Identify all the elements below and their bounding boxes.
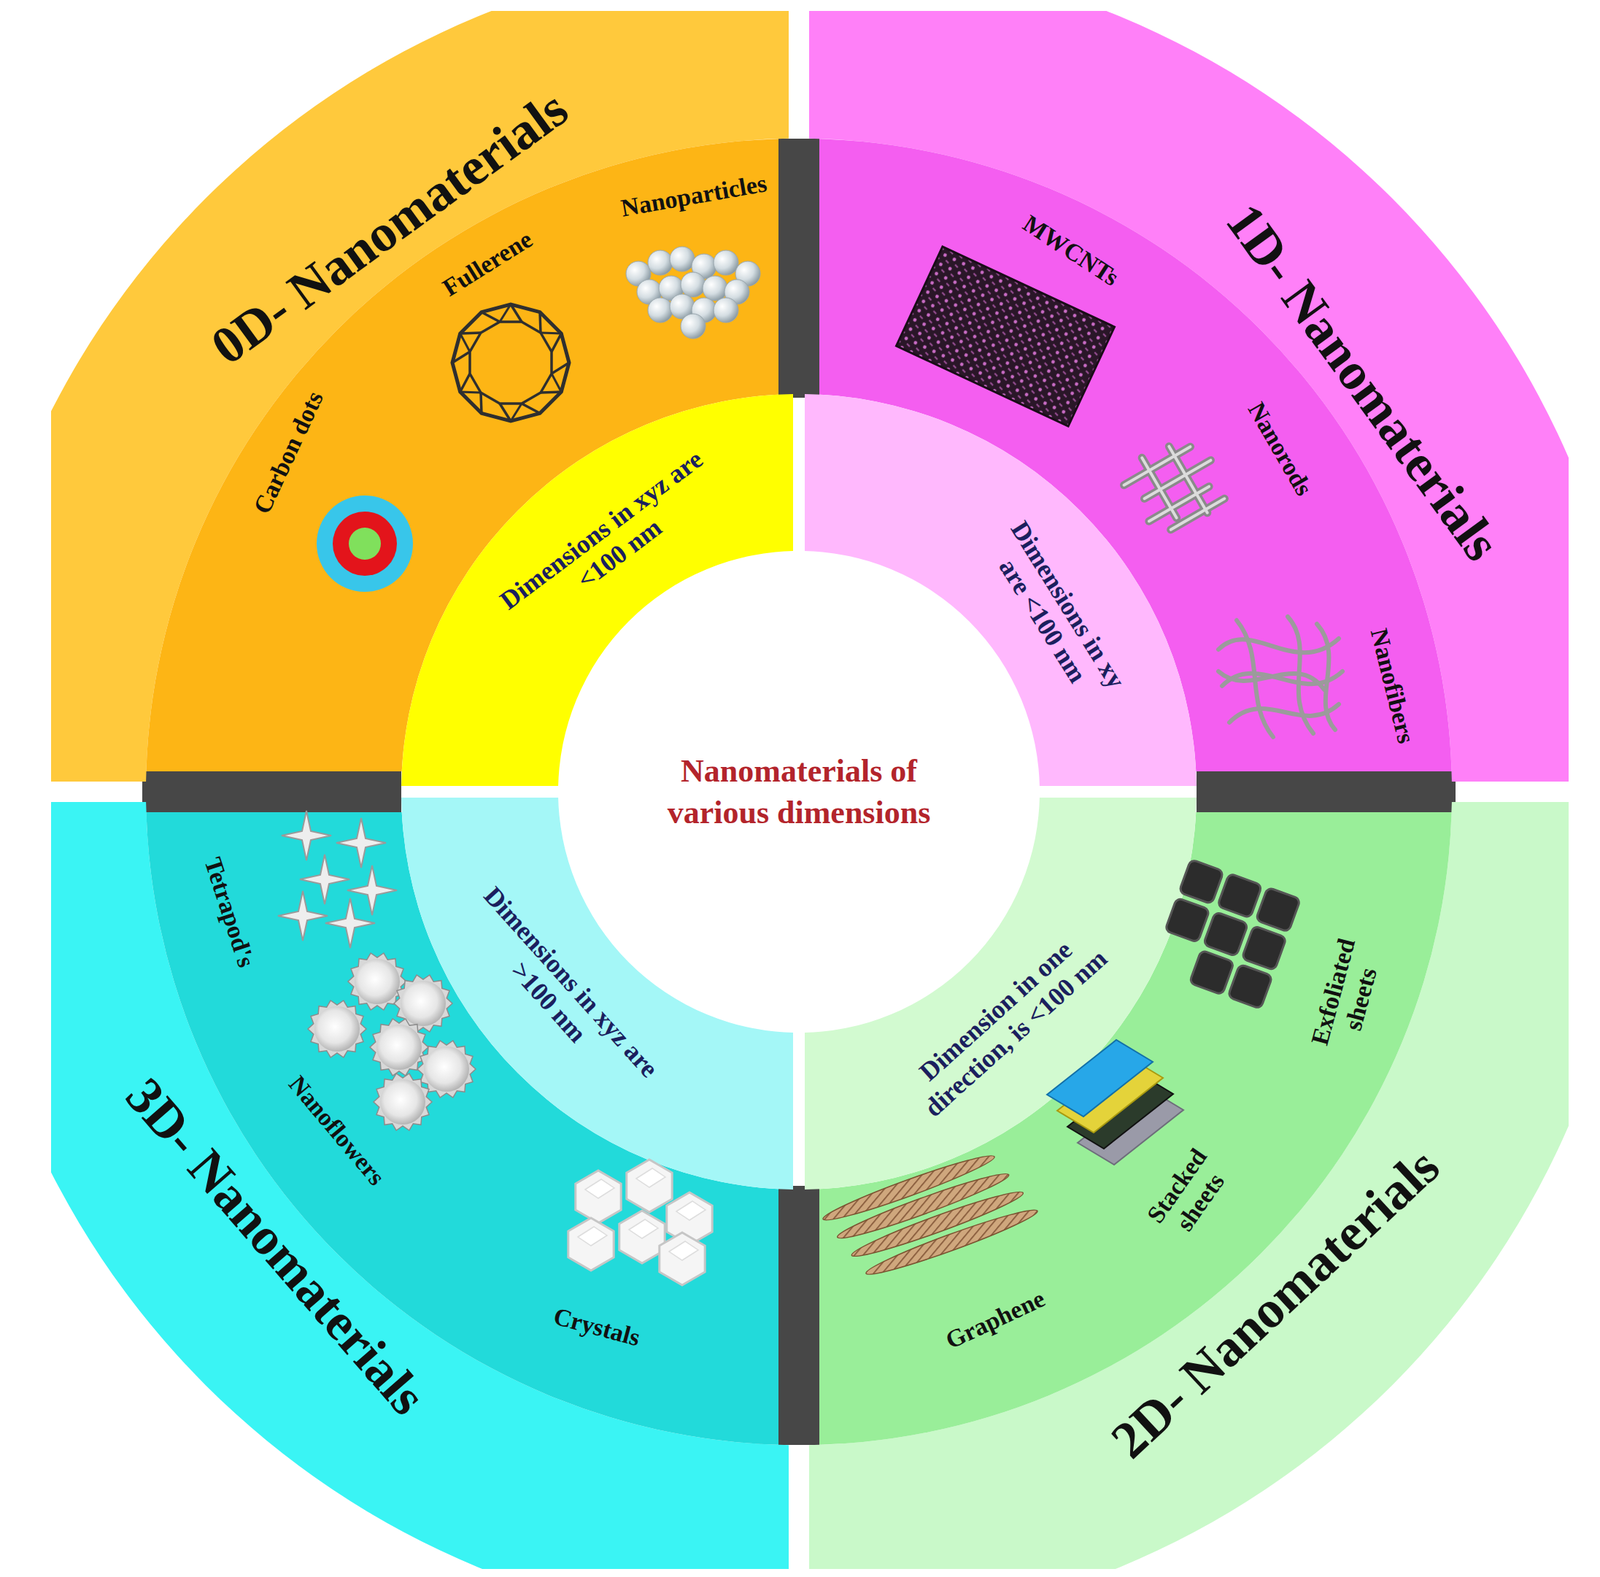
tetrapod-icon	[277, 810, 397, 948]
inner-band	[804, 393, 1197, 786]
nanorod-icon	[1117, 428, 1234, 542]
middle-band	[145, 812, 779, 1445]
mwcnt-icon	[895, 246, 1115, 427]
outer-band	[51, 801, 789, 1569]
center-title: Nanomaterials of various dimensions	[652, 750, 945, 834]
separator-bar	[778, 1185, 820, 1445]
outer-band	[809, 801, 1569, 1569]
carbon-dot-icon	[316, 495, 413, 592]
outer-band	[809, 10, 1569, 782]
separator-bar	[778, 138, 820, 398]
center-circle: Nanomaterials of various dimensions	[558, 550, 1040, 1033]
inner-band	[401, 797, 794, 1190]
separator-bar	[1196, 771, 1456, 813]
stacked-sheet-icon	[1046, 1039, 1184, 1165]
exfoliated-sheet-icon	[1150, 858, 1301, 1009]
middle-band	[145, 138, 779, 772]
nanoparticle-icon	[625, 246, 761, 339]
nanoflower-icon	[307, 952, 476, 1131]
middle-band	[819, 138, 1452, 772]
outer-band	[51, 10, 789, 782]
crystal-icon	[568, 1159, 713, 1285]
graphene-icon	[820, 1141, 1040, 1288]
middle-band	[819, 812, 1452, 1445]
inner-band	[401, 393, 794, 786]
separator-bar	[142, 771, 402, 813]
nanofiber-icon	[1218, 616, 1343, 737]
fullerene-icon	[452, 304, 570, 421]
inner-band	[804, 797, 1197, 1190]
